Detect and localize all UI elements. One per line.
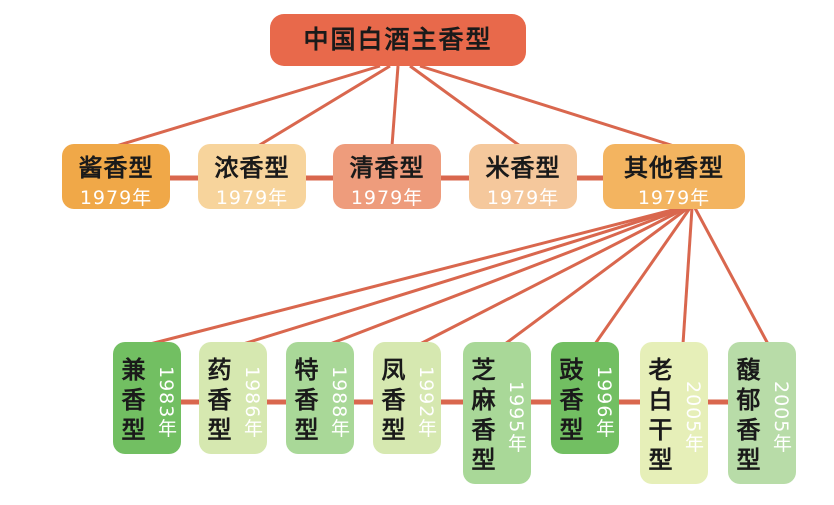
- node-texiang: 特香型 1988年: [286, 342, 354, 454]
- edge-other-jian: [149, 206, 681, 346]
- node-name: 芝麻香型: [467, 357, 495, 477]
- node-year: 1995年: [505, 380, 527, 454]
- node-name: 米香型: [485, 154, 561, 182]
- edge-other-feng: [419, 206, 687, 346]
- edge-other-chi: [593, 207, 692, 345]
- node-year: 1979年: [215, 187, 289, 209]
- node-name: 豉香型: [555, 357, 583, 447]
- node-year: 1979年: [637, 187, 711, 209]
- edge-root-other: [419, 64, 675, 148]
- node-fuyuxiang: 馥郁香型 2005年: [728, 342, 796, 484]
- node-name: 凤香型: [377, 357, 405, 447]
- edge-root-nong: [257, 64, 391, 148]
- node-laobaigan: 老白干型 2005年: [640, 342, 708, 484]
- edge-other-te: [329, 206, 685, 346]
- node-year: 1988年: [328, 365, 350, 439]
- node-name: 药香型: [203, 357, 231, 447]
- node-name: 兼香型: [117, 357, 145, 447]
- node-year: 1996年: [593, 365, 615, 439]
- node-zhimaxiang: 芝麻香型 1995年: [463, 342, 531, 484]
- root-node: 中国白酒主香型: [270, 14, 526, 66]
- edge-other-yao: [242, 206, 683, 346]
- node-name: 其他香型: [624, 154, 724, 182]
- node-fengxiang: 凤香型 1992年: [373, 342, 441, 454]
- node-name: 老白干型: [644, 357, 672, 477]
- node-jiangxiang: 酱香型 1979年: [62, 144, 170, 209]
- node-year: 1992年: [415, 365, 437, 439]
- node-nongxiang: 浓香型 1979年: [198, 144, 306, 209]
- edge-other-fuyu: [693, 207, 770, 345]
- node-mixiang: 米香型 1979年: [469, 144, 577, 209]
- node-year: 2005年: [770, 380, 792, 454]
- node-year: 1983年: [155, 365, 177, 439]
- node-year: 1986年: [241, 365, 263, 439]
- node-jianxiang: 兼香型 1983年: [113, 342, 181, 454]
- node-year: 1979年: [79, 187, 153, 209]
- node-chixiang: 豉香型 1996年: [551, 342, 619, 454]
- node-yaoxiang: 药香型 1986年: [199, 342, 267, 454]
- node-name: 清香型: [349, 154, 425, 182]
- node-name: 特香型: [290, 357, 318, 447]
- node-year: 1979年: [350, 187, 424, 209]
- node-name: 酱香型: [78, 154, 154, 182]
- edge-root-jiang: [115, 64, 381, 148]
- node-name: 馥郁香型: [732, 357, 760, 477]
- node-year: 2005年: [682, 380, 704, 454]
- node-qitaxiang: 其他香型 1979年: [603, 144, 745, 209]
- edge-root-mi: [409, 64, 521, 148]
- edge-other-zhima: [504, 206, 689, 346]
- node-year: 1979年: [486, 187, 560, 209]
- edge-other-laobaigan: [681, 207, 694, 345]
- node-name: 浓香型: [214, 154, 290, 182]
- edge-root-qing: [390, 65, 400, 147]
- node-qingxiang: 清香型 1979年: [333, 144, 441, 209]
